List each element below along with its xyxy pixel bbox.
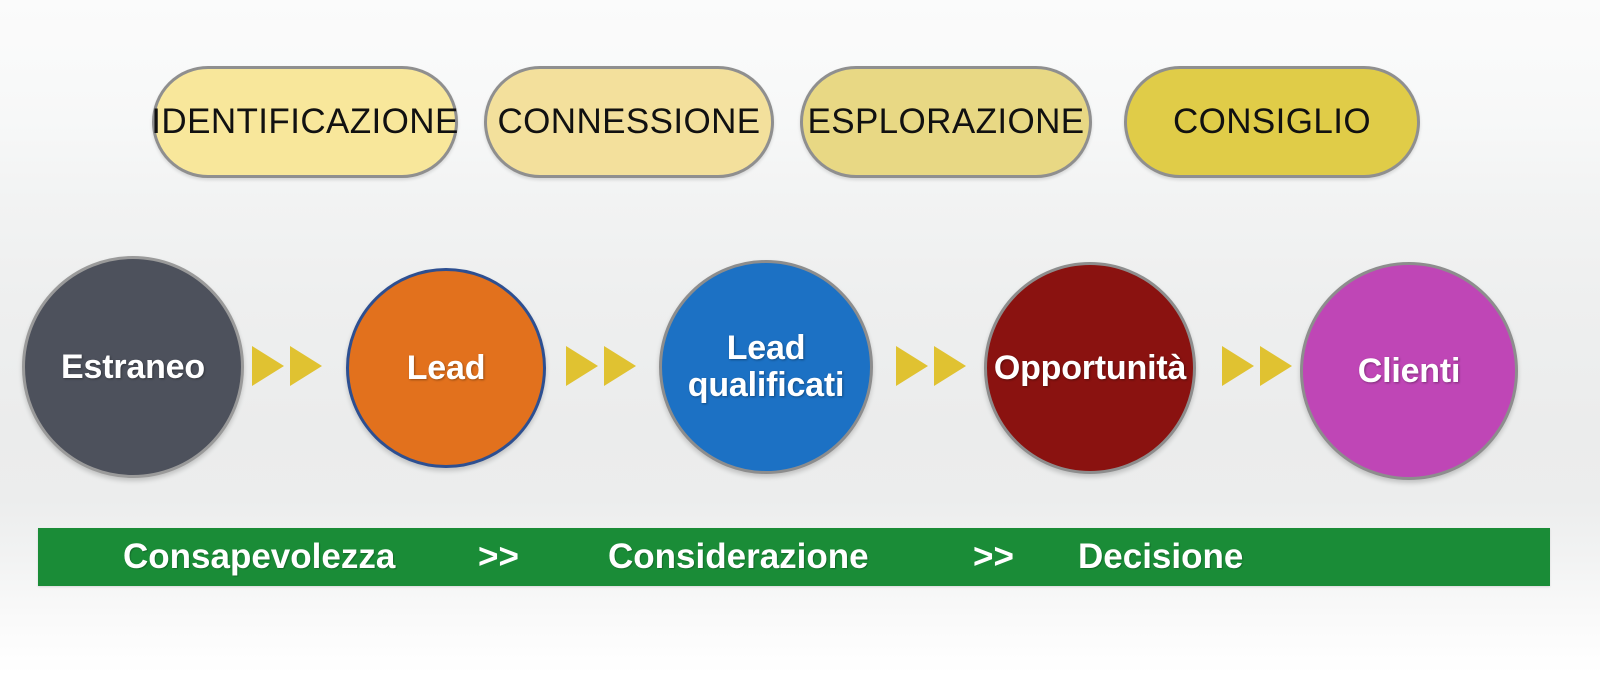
funnel-node-label: Lead qualificati [687,329,845,404]
chevron-right-icon [604,346,636,386]
stage-label-decisione: Decisione [1078,537,1244,576]
chevron-right-icon [1260,346,1292,386]
stage-separator-icon: >> [973,537,1014,576]
chevron-right-icon [566,346,598,386]
double-chevron-right-icon [252,346,322,386]
funnel-node-row: Estraneo Lead Lead qualificati Opportuni… [0,250,1600,485]
funnel-node-lead[interactable]: Lead [346,268,546,468]
phase-pill-label: IDENTIFICAZIONE [151,102,459,141]
phase-pill-connessione[interactable]: CONNESSIONE [484,66,774,178]
funnel-node-label: Clienti [1357,351,1461,390]
stage-label-consapevolezza: Consapevolezza [123,537,396,576]
phase-pill-identificazione[interactable]: IDENTIFICAZIONE [151,66,459,178]
chevron-right-icon [896,346,928,386]
double-chevron-right-icon [896,346,966,386]
funnel-node-clienti[interactable]: Clienti [1300,262,1518,480]
chevron-right-icon [934,346,966,386]
funnel-node-label: Estraneo [61,347,205,386]
funnel-node-label: Lead [406,348,486,387]
double-chevron-right-icon [566,346,636,386]
phase-pill-consiglio[interactable]: CONSIGLIO [1124,66,1420,178]
funnel-node-estraneo[interactable]: Estraneo [22,256,244,478]
double-chevron-right-icon [1222,346,1292,386]
buyer-stage-bar: Consapevolezza >> Considerazione >> Deci… [38,528,1550,586]
chevron-right-icon [252,346,284,386]
phase-pill-label: ESPLORAZIONE [807,102,1085,141]
funnel-node-label: Opportunità [993,348,1187,387]
phase-pill-label: CONSIGLIO [1172,102,1372,141]
stage-separator-icon: >> [478,537,519,576]
funnel-node-lead-qualificati[interactable]: Lead qualificati [659,260,873,474]
phase-pill-row: IDENTIFICAZIONE CONNESSIONE ESPLORAZIONE… [0,66,1600,186]
stage-label-considerazione: Considerazione [608,537,869,576]
phase-pill-label: CONNESSIONE [497,102,761,141]
chevron-right-icon [1222,346,1254,386]
phase-pill-esplorazione[interactable]: ESPLORAZIONE [800,66,1092,178]
chevron-right-icon [290,346,322,386]
funnel-node-opportunita[interactable]: Opportunità [984,262,1196,474]
